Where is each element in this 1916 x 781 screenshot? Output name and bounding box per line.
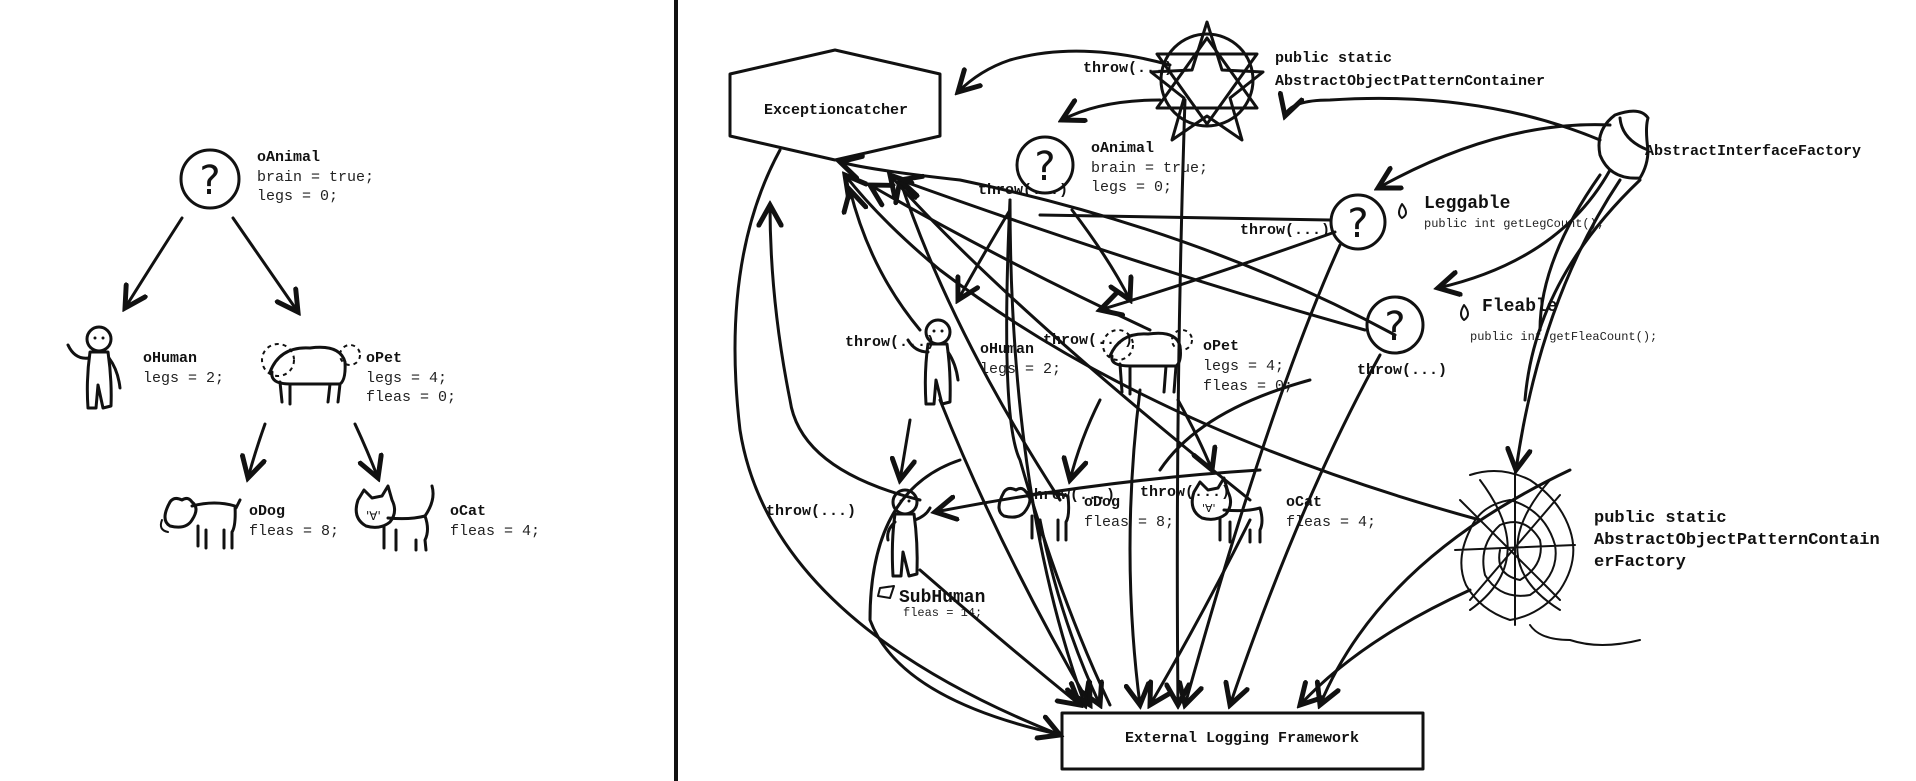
right-animal-legs: legs = 0; — [1091, 179, 1172, 196]
left-pet-legs: legs = 4; — [366, 370, 447, 387]
factory2-line3: erFactory — [1594, 553, 1686, 572]
leggable-node: ? Leggable public int getLegCount(); — [1329, 193, 1604, 251]
fleable-name: Fleable — [1482, 297, 1558, 317]
left-dog-node: oDog fleas = 8; — [159, 496, 339, 550]
question-mark-icon — [1015, 135, 1075, 195]
right-pet-node: oPet legs = 4; fleas = 0; — [1102, 329, 1293, 396]
svg-text:'∀': '∀' — [1202, 502, 1216, 515]
factory2-line1: public static — [1594, 509, 1727, 528]
cat-icon: '∀' — [1190, 476, 1264, 544]
right-pet-legs: legs = 4; — [1203, 358, 1284, 375]
right-panel: Exceptioncatcher public static AbstractO… — [728, 20, 1880, 771]
throw-label: throw(...) — [1240, 222, 1330, 239]
right-human-legs: legs = 2; — [980, 361, 1061, 378]
left-human-node: oHuman legs = 2; — [66, 325, 224, 410]
question-glyph: ? — [1384, 304, 1405, 350]
dog-icon — [997, 486, 1071, 542]
logging-box — [1060, 711, 1425, 771]
left-human-name: oHuman — [143, 350, 197, 367]
container-node: public static AbstractObjectPatternConta… — [1149, 20, 1545, 142]
left-cat-name: oCat — [450, 503, 486, 520]
left-cat-node: '∀' oCat fleas = 4; — [354, 484, 540, 552]
subhuman-node: SubHuman fleas = 14; — [877, 488, 985, 620]
factory2-line2: AbstractObjectPatternContain — [1594, 531, 1880, 550]
star-icon — [1149, 20, 1265, 142]
left-panel: ? oAnimal brain = true; legs = 0; oHuman… — [66, 148, 540, 552]
arrow-pet-cat — [353, 422, 378, 478]
right-dog-name: oDog — [1084, 494, 1120, 511]
left-dog-fleas: fleas = 8; — [249, 523, 339, 540]
right-animal-name: oAnimal — [1091, 140, 1154, 157]
question-mark-icon — [1365, 295, 1425, 355]
left-dog-name: oDog — [249, 503, 285, 520]
left-human-legs: legs = 2; — [143, 370, 224, 387]
arrow-animal-human — [125, 216, 184, 308]
leggable-sig: public int getLegCount(); — [1424, 217, 1604, 231]
pet-blob-icon — [1102, 329, 1193, 396]
throw-label: throw(...) — [1083, 60, 1173, 77]
exceptioncatcher-label: Exceptioncatcher — [764, 102, 908, 119]
throw-label: throw(...) — [766, 503, 856, 520]
leggable-name: Leggable — [1424, 194, 1510, 214]
cat-icon: '∀' — [354, 484, 435, 552]
factory-blob-icon — [1597, 109, 1650, 180]
left-animal-brain: brain = true; — [257, 169, 374, 186]
right-pet-fleas: fleas = 0; — [1203, 378, 1293, 395]
left-animal-node: ? oAnimal brain = true; legs = 0; — [179, 148, 374, 210]
question-glyph: ? — [1347, 201, 1368, 247]
logging-label: External Logging Framework — [1125, 730, 1359, 747]
left-pet-fleas: fleas = 0; — [366, 389, 456, 406]
factory-label: AbstractInterfaceFactory — [1645, 143, 1861, 160]
throw-label: throw(...) — [978, 182, 1068, 199]
throw-label: throw(...) — [845, 334, 935, 351]
question-mark-icon — [1329, 193, 1387, 251]
throw-label: throw(...) — [1043, 332, 1133, 349]
left-animal-name: oAnimal — [257, 149, 320, 166]
stick-figure-icon — [906, 318, 960, 406]
right-cat-node: '∀' oCat fleas = 4; — [1190, 476, 1376, 544]
left-animal-legs: legs = 0; — [257, 188, 338, 205]
right-animal-node: ? oAnimal brain = true; legs = 0; — [1015, 135, 1208, 196]
scribble-factory-node: public static AbstractObjectPatternConta… — [1454, 469, 1880, 646]
exceptioncatcher-node: Exceptioncatcher — [728, 48, 942, 162]
right-human-node: oHuman legs = 2; — [906, 318, 1061, 406]
throw-labels: throw(...) throw(...) throw(...) throw(.… — [766, 60, 1447, 520]
right-pet-name: oPet — [1203, 338, 1239, 355]
throw-label: throw(...) — [1025, 487, 1115, 504]
left-cat-fleas: fleas = 4; — [450, 523, 540, 540]
container-line2: AbstractObjectPatternContainer — [1275, 73, 1545, 90]
svg-text:'∀': '∀' — [366, 509, 381, 523]
cup-icon — [877, 585, 895, 599]
arrow-pet-dog — [248, 422, 265, 478]
right-cat-name: oCat — [1286, 494, 1322, 511]
drop-icon — [1398, 203, 1407, 219]
logging-node: External Logging Framework — [1060, 711, 1425, 771]
container-line1: public static — [1275, 50, 1392, 67]
throw-label: throw(...) — [1357, 362, 1447, 379]
left-pet-node: oPet legs = 4; fleas = 0; — [261, 343, 456, 406]
left-pet-name: oPet — [366, 350, 402, 367]
right-cat-fleas: fleas = 4; — [1286, 514, 1376, 531]
fleable-sig: public int getFleaCount(); — [1470, 330, 1657, 344]
arrow-animal-pet — [231, 216, 298, 312]
stick-figure-icon — [66, 325, 122, 410]
hexagon-shape — [728, 48, 942, 162]
fleable-node: ? Fleable public int getFleaCount(); — [1365, 295, 1657, 355]
throw-label: throw(...) — [1140, 484, 1230, 501]
question-glyph: ? — [1034, 144, 1055, 190]
arrow-tangle — [733, 49, 1642, 735]
right-animal-brain: brain = true; — [1091, 160, 1208, 177]
question-mark-icon — [179, 148, 241, 210]
question-glyph: ? — [199, 158, 220, 204]
dog-icon — [159, 496, 242, 550]
subhuman-fleas: fleas = 14; — [903, 606, 982, 620]
stick-figure-icon — [886, 488, 932, 578]
subhuman-name: SubHuman — [899, 588, 985, 608]
drop-icon — [1460, 304, 1469, 321]
factory-node: AbstractInterfaceFactory — [1597, 109, 1861, 180]
pet-blob-icon — [261, 343, 361, 406]
